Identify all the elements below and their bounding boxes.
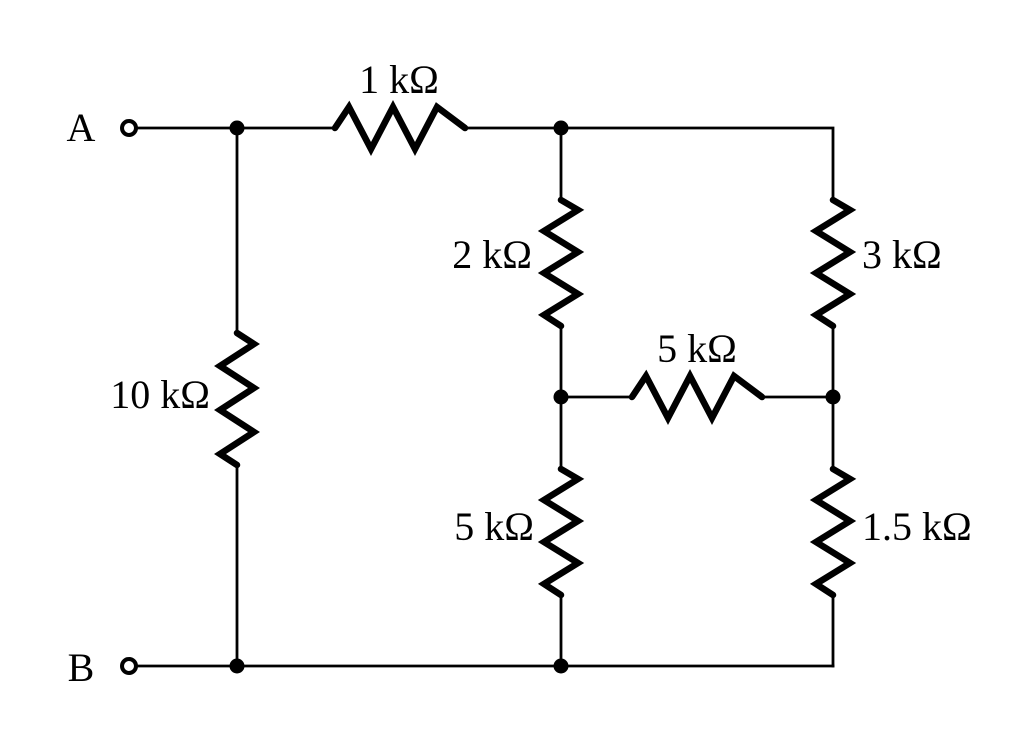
terminal-b-circle-icon — [120, 657, 138, 675]
terminal-b-label: B — [68, 645, 95, 690]
resistor-10k-label: 10 kΩ — [110, 372, 210, 417]
resistor-1k-zigzag — [331, 99, 469, 157]
resistor-1k-label: 1 kΩ — [359, 57, 439, 102]
junction-node-bottom-left — [229, 658, 245, 674]
resistor-2k-label: 2 kΩ — [452, 232, 532, 277]
resistor-1p5k-label: 1.5 kΩ — [862, 504, 972, 549]
resistor-5k-vertical-zigzag — [537, 465, 585, 599]
resistor-2k-zigzag — [537, 196, 585, 330]
resistor-3k: 3 kΩ — [809, 196, 942, 330]
resistor-5k-horizontal-zigzag — [628, 368, 766, 426]
junction-node-top-middle — [553, 120, 569, 136]
resistor-5k-vertical-label: 5 kΩ — [454, 504, 534, 549]
resistor-1p5k: 1.5 kΩ — [809, 465, 972, 599]
junction-node-mid-left — [553, 389, 569, 405]
junction-node-bottom-middle — [553, 658, 569, 674]
resistor-3k-zigzag — [809, 196, 857, 330]
terminal-b: B — [68, 645, 138, 690]
terminal-a-label: A — [67, 105, 96, 150]
terminal-a-circle-icon — [120, 119, 138, 137]
resistor-10k-zigzag — [214, 329, 260, 469]
terminal-a: A — [67, 105, 138, 150]
resistor-2k: 2 kΩ — [452, 196, 585, 330]
junction-node-top-left — [229, 120, 245, 136]
resistor-5k-horizontal-label: 5 kΩ — [657, 326, 737, 371]
resistor-5k-horizontal: 5 kΩ — [628, 326, 766, 426]
resistor-5k-vertical: 5 kΩ — [454, 465, 585, 599]
wire-top-right — [463, 126, 835, 202]
resistor-3k-label: 3 kΩ — [862, 232, 942, 277]
resistor-10k: 10 kΩ — [110, 329, 260, 469]
junction-node-mid-right — [825, 389, 841, 405]
resistor-1p5k-zigzag — [809, 465, 857, 599]
resistor-1k: 1 kΩ — [331, 57, 469, 157]
